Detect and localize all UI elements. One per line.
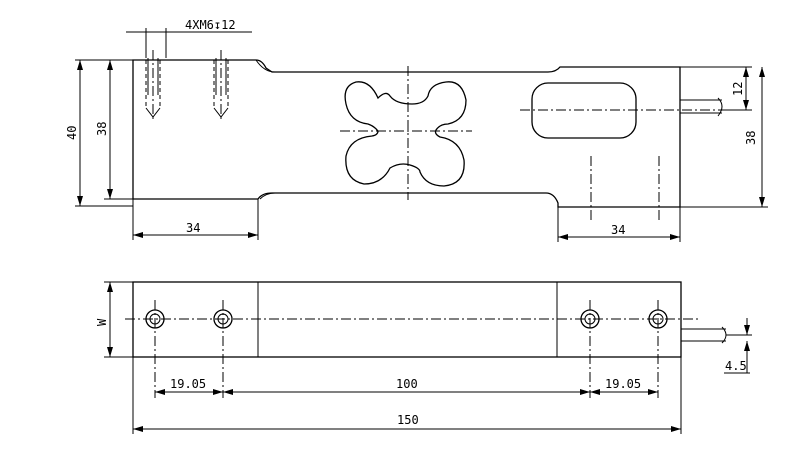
dim-hole-spacing-left: 19.05 — [170, 377, 206, 391]
cable — [680, 97, 723, 117]
dim-hole-spacing-right: 19.05 — [605, 377, 641, 391]
dim-total-length-150: 150 — [397, 413, 419, 427]
dim-hole-spacing-middle: 100 — [396, 377, 418, 391]
bottom-cable — [681, 326, 727, 344]
dim-height-38-left: 38 — [95, 122, 109, 136]
dim-cable-12: 12 — [731, 82, 745, 96]
dim-height-40: 40 — [65, 126, 79, 140]
thread-callout-label: 4XM6↧12 — [185, 18, 236, 32]
bottom-dimensions: W 4.5 19.05 100 19.05 150 — [95, 281, 752, 434]
top-dimensions: 40 38 12 38 34 34 — [65, 59, 768, 242]
dim-length-34-left: 34 — [186, 221, 200, 235]
top-view: 4XM6↧12 — [126, 18, 740, 222]
thread-callout: 4XM6↧12 — [126, 18, 252, 58]
load-cell-body-outline — [132, 59, 681, 208]
dim-width-w: W — [95, 318, 109, 326]
bottom-contour — [259, 192, 276, 200]
dim-cable-4-5: 4.5 — [725, 359, 747, 373]
top-contour — [255, 59, 276, 73]
dim-length-34-right: 34 — [611, 223, 625, 237]
strain-gauge-cutout — [344, 81, 467, 187]
threaded-hole-1 — [145, 58, 161, 118]
dim-height-38-right: 38 — [744, 131, 758, 145]
bottom-view — [125, 281, 727, 398]
